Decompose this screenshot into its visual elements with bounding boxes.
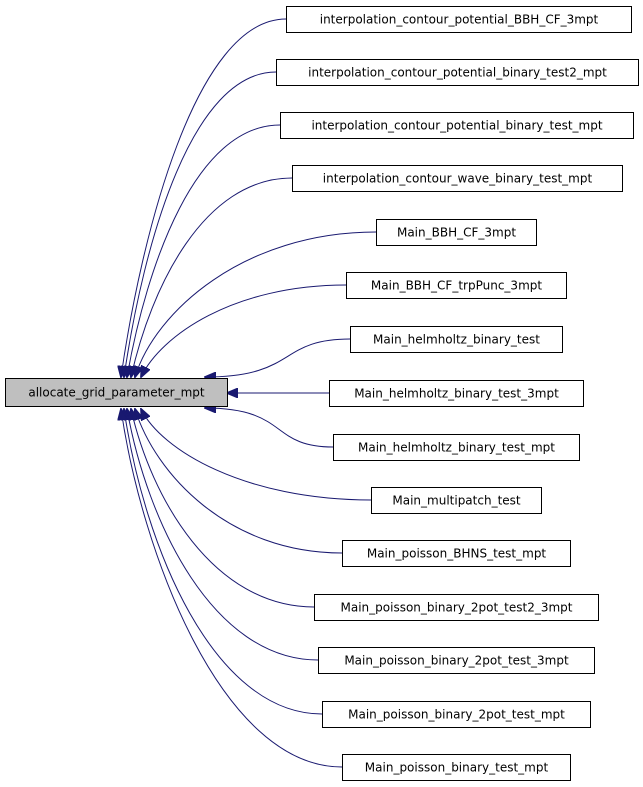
caller-node-n8[interactable]: Main_helmholtz_binary_test_mpt — [333, 434, 580, 461]
caller-node-n2-label: interpolation_contour_potential_binary_t… — [311, 119, 602, 133]
caller-node-n14[interactable]: Main_poisson_binary_test_mpt — [342, 754, 571, 781]
caller-node-n10-label: Main_poisson_BHNS_test_mpt — [367, 547, 547, 561]
edge-n6-to-root — [205, 338, 351, 377]
caller-node-n9-box — [371, 487, 542, 514]
caller-node-n0[interactable]: interpolation_contour_potential_BBH_CF_3… — [286, 6, 632, 33]
nodes-layer: allocate_grid_parameter_mpt interpolation… — [5, 6, 639, 781]
caller-node-n13[interactable]: Main_poisson_binary_2pot_test_mpt — [322, 701, 591, 728]
edge-n14-to-root — [121, 409, 343, 768]
edge-n13-to-root — [124, 409, 323, 715]
root-node-allocate-grid-parameter-mpt[interactable]: allocate_grid_parameter_mpt — [5, 378, 228, 407]
edge-n3-to-root — [131, 177, 293, 377]
caller-node-n13-box — [322, 701, 591, 728]
caller-node-n2[interactable]: interpolation_contour_potential_binary_t… — [280, 112, 634, 139]
caller-node-n10[interactable]: Main_poisson_BHNS_test_mpt — [342, 540, 571, 567]
caller-node-n7-box — [329, 380, 584, 407]
root-node-allocate-grid-parameter-mpt-label: allocate_grid_parameter_mpt — [28, 386, 205, 400]
caller-node-n9-label: Main_multipatch_test — [392, 494, 521, 508]
caller-node-n5-label: Main_BBH_CF_trpPunc_3mpt — [371, 279, 542, 293]
edge-n4-to-root — [135, 231, 377, 377]
caller-node-n12-box — [318, 647, 595, 674]
caller-node-n10-box — [342, 540, 571, 567]
caller-node-n11-box — [314, 594, 599, 621]
caller-node-n3[interactable]: interpolation_contour_wave_binary_test_m… — [292, 165, 623, 192]
caller-node-n14-box — [342, 754, 571, 781]
edge-n12-to-root — [127, 409, 319, 661]
edge-n8-to-root — [205, 408, 334, 448]
caller-node-n5[interactable]: Main_BBH_CF_trpPunc_3mpt — [346, 272, 567, 299]
caller-node-n6-box — [350, 326, 563, 353]
caller-node-n14-label: Main_poisson_binary_test_mpt — [365, 761, 549, 775]
caller-node-n12[interactable]: Main_poisson_binary_2pot_test_3mpt — [318, 647, 595, 674]
caller-node-n0-box — [286, 6, 632, 33]
caller-node-n12-label: Main_poisson_binary_2pot_test_3mpt — [344, 654, 569, 668]
caller-node-n3-box — [292, 165, 623, 192]
caller-node-n1[interactable]: interpolation_contour_potential_binary_t… — [276, 59, 639, 86]
caller-node-n8-label: Main_helmholtz_binary_test_mpt — [358, 441, 555, 455]
caller-node-n5-box — [346, 272, 567, 299]
caller-node-n11[interactable]: Main_poisson_binary_2pot_test2_3mpt — [314, 594, 599, 621]
edge-n0-to-root — [121, 18, 287, 377]
caller-node-n7[interactable]: Main_helmholtz_binary_test_3mpt — [329, 380, 584, 407]
edges-layer — [121, 18, 377, 768]
edge-n5-to-root — [141, 284, 347, 377]
caller-node-n8-box — [333, 434, 580, 461]
caller-node-n3-label: interpolation_contour_wave_binary_test_m… — [323, 172, 593, 186]
root-node-allocate-grid-parameter-mpt-box — [5, 378, 228, 407]
caller-node-n4-box — [376, 219, 537, 246]
caller-node-n4[interactable]: Main_BBH_CF_3mpt — [376, 219, 537, 246]
edge-n1-to-root — [124, 71, 277, 377]
caller-node-n11-label: Main_poisson_binary_2pot_test2_3mpt — [341, 601, 573, 615]
caller-node-n1-label: interpolation_contour_potential_binary_t… — [308, 66, 607, 80]
edge-n2-to-root — [127, 124, 281, 377]
caller-node-n9[interactable]: Main_multipatch_test — [371, 487, 542, 514]
caller-node-n4-label: Main_BBH_CF_3mpt — [397, 226, 516, 240]
caller-node-n6[interactable]: Main_helmholtz_binary_test — [350, 326, 563, 353]
caller-node-n7-label: Main_helmholtz_binary_test_3mpt — [354, 387, 559, 401]
caller-node-n0-label: interpolation_contour_potential_BBH_CF_3… — [320, 13, 599, 27]
edge-n11-to-root — [131, 409, 315, 608]
caller-node-n13-label: Main_poisson_binary_2pot_test_mpt — [348, 708, 565, 722]
caller-node-n1-box — [276, 59, 639, 86]
caller-node-n2-box — [280, 112, 634, 139]
caller-node-n6-label: Main_helmholtz_binary_test — [373, 333, 540, 347]
edge-n9-to-root — [141, 409, 372, 501]
edge-n10-to-root — [135, 409, 343, 554]
